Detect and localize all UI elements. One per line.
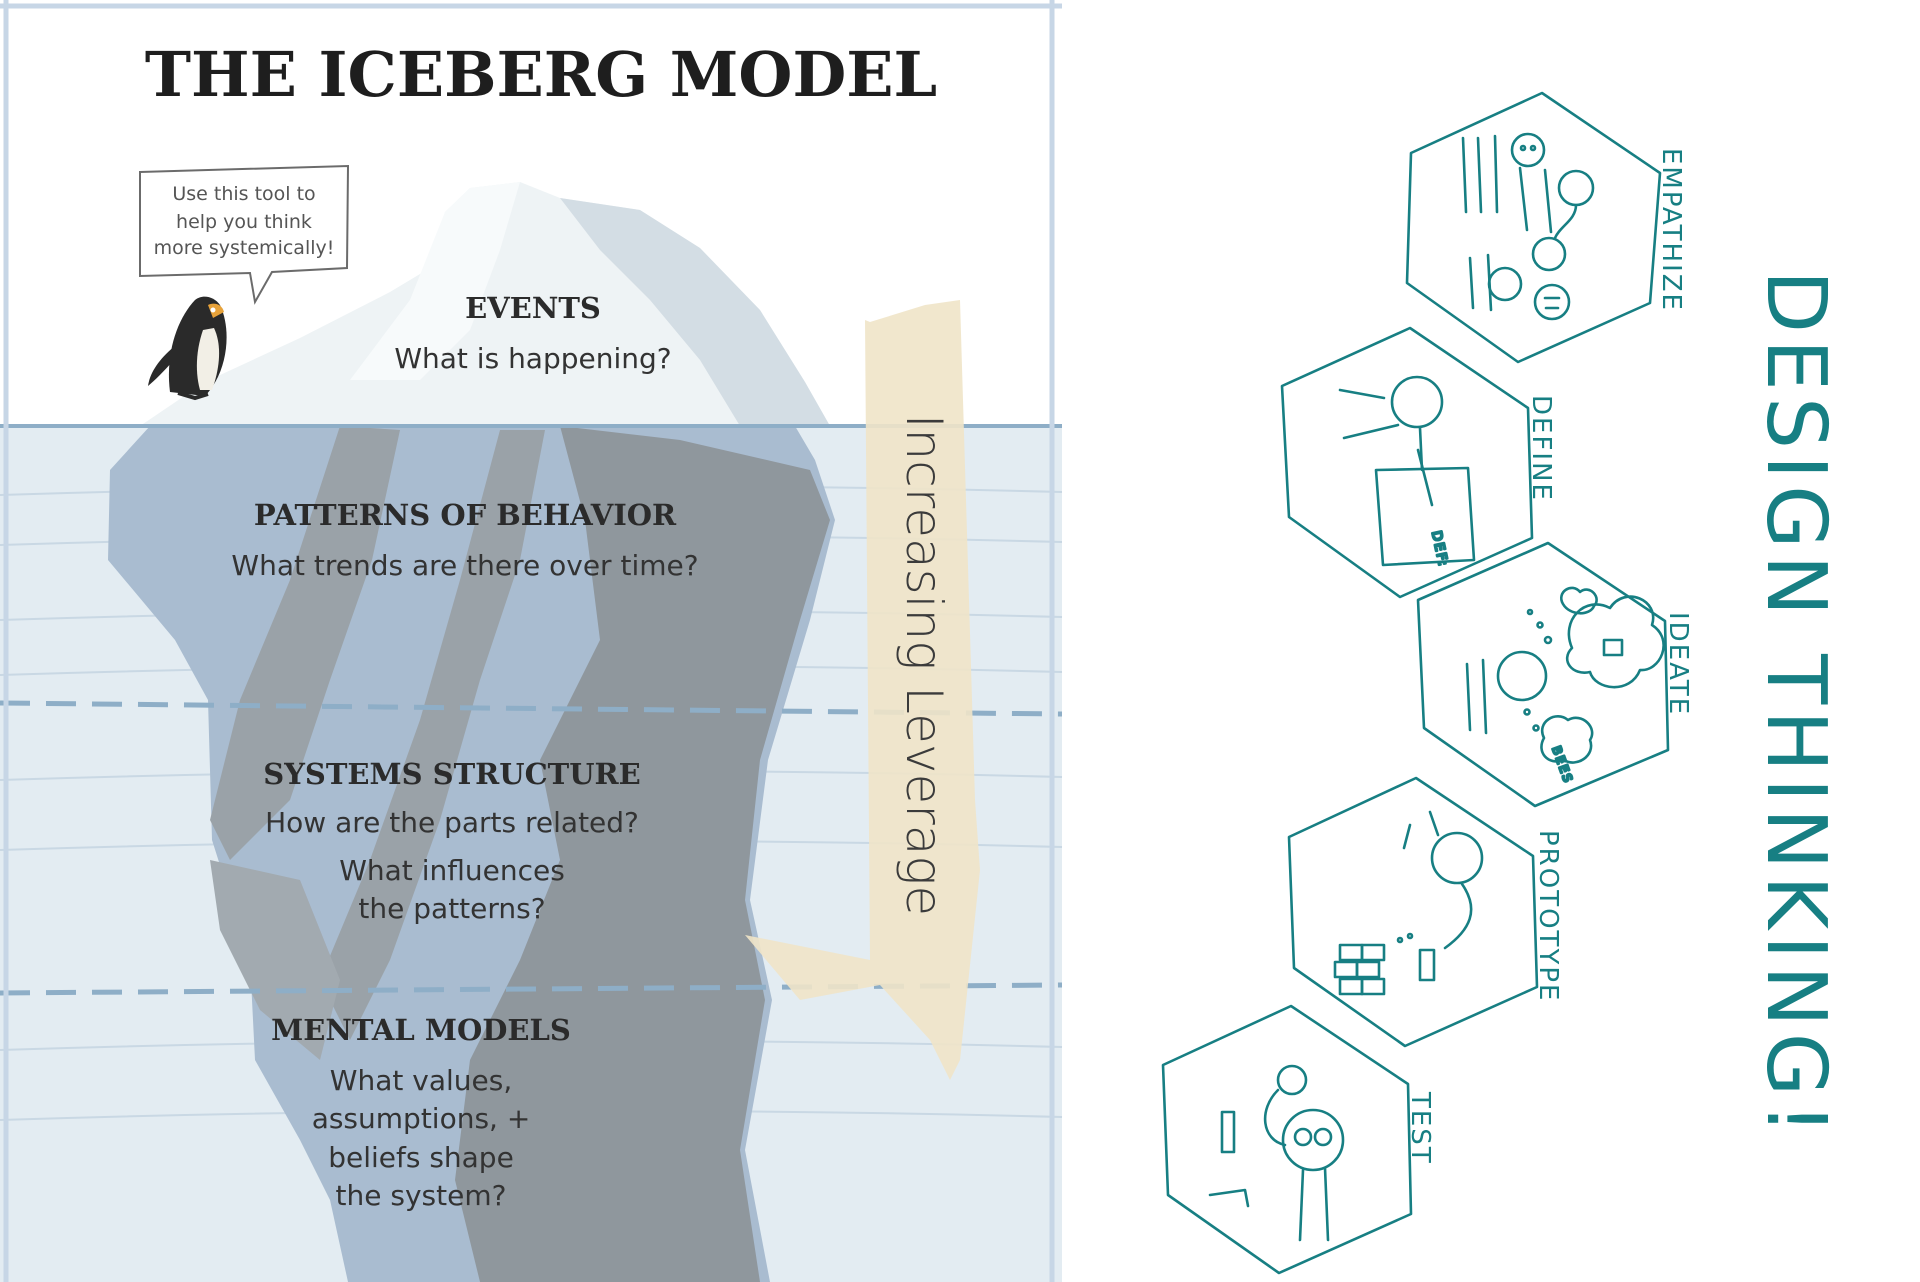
level-heading-patterns: PATTERNS OF BEHAVIOR	[254, 498, 677, 532]
iceberg-model-panel: Increasing Leverage THE ICEBERG MODEL Us…	[0, 0, 1062, 1282]
hex-empathize	[1405, 91, 1662, 364]
level-question-systems-1: How are the parts related?	[265, 806, 639, 839]
level-question-mental-4: the system?	[336, 1179, 507, 1212]
level-heading-events: EVENTS	[465, 291, 601, 325]
design-thinking-panel: DEF: BEES	[1062, 0, 1920, 1282]
iceberg-rock-band-3	[210, 860, 340, 1060]
level-question-systems-2: What influences	[339, 854, 565, 887]
level-question-mental-2: assumptions, +	[312, 1102, 531, 1135]
hex-test	[1161, 1004, 1413, 1275]
speech-bubble-line-2: help you think	[176, 211, 312, 233]
speech-bubble-line-3: more systemically!	[154, 237, 335, 259]
penguin-icon	[148, 296, 227, 401]
stage-label-prototype[interactable]: PROTOTYPE	[1533, 830, 1563, 1002]
iceberg-rock-band-2	[320, 430, 545, 1040]
stage-label-define[interactable]: DEFINE	[1526, 395, 1556, 502]
stage-label-empathize[interactable]: EMPATHIZE	[1656, 148, 1686, 312]
level-question-systems-3: the patterns?	[358, 892, 545, 925]
stage-label-ideate[interactable]: IDEATE	[1663, 612, 1693, 716]
level-heading-systems-structure: SYSTEMS STRUCTURE	[263, 757, 640, 791]
level-question-mental-1: What values,	[330, 1064, 512, 1097]
level-heading-mental-models: MENTAL MODELS	[271, 1013, 571, 1047]
level-question-patterns: What trends are there over time?	[231, 549, 698, 582]
increasing-leverage-arrow	[745, 300, 980, 1080]
iceberg-tip-shade	[560, 198, 830, 426]
speech-bubble: Use this tool to help you think more sys…	[139, 164, 350, 305]
design-thinking-title: DESIGN THINKING!	[1748, 270, 1843, 1141]
hex-ideate	[1416, 541, 1670, 808]
stage-label-test[interactable]: TEST	[1405, 1091, 1435, 1165]
increasing-leverage-label: Increasing Leverage	[895, 414, 953, 916]
group-of-people-icon	[1461, 132, 1595, 321]
hex-define	[1280, 326, 1534, 599]
iceberg-rock-band-1	[210, 426, 400, 860]
level-question-mental-3: beliefs shape	[328, 1141, 514, 1174]
speech-bubble-line-1: Use this tool to	[172, 183, 315, 205]
iceberg-title: THE ICEBERG MODEL	[145, 38, 937, 111]
iceberg-tip-highlight	[350, 182, 520, 380]
level-question-events: What is happening?	[394, 342, 671, 375]
person-testing-icon	[1208, 1064, 1345, 1242]
person-building-prototype-icon	[1333, 810, 1484, 996]
iceberg-rock-shade	[455, 426, 830, 1282]
hex-prototype	[1287, 776, 1539, 1048]
